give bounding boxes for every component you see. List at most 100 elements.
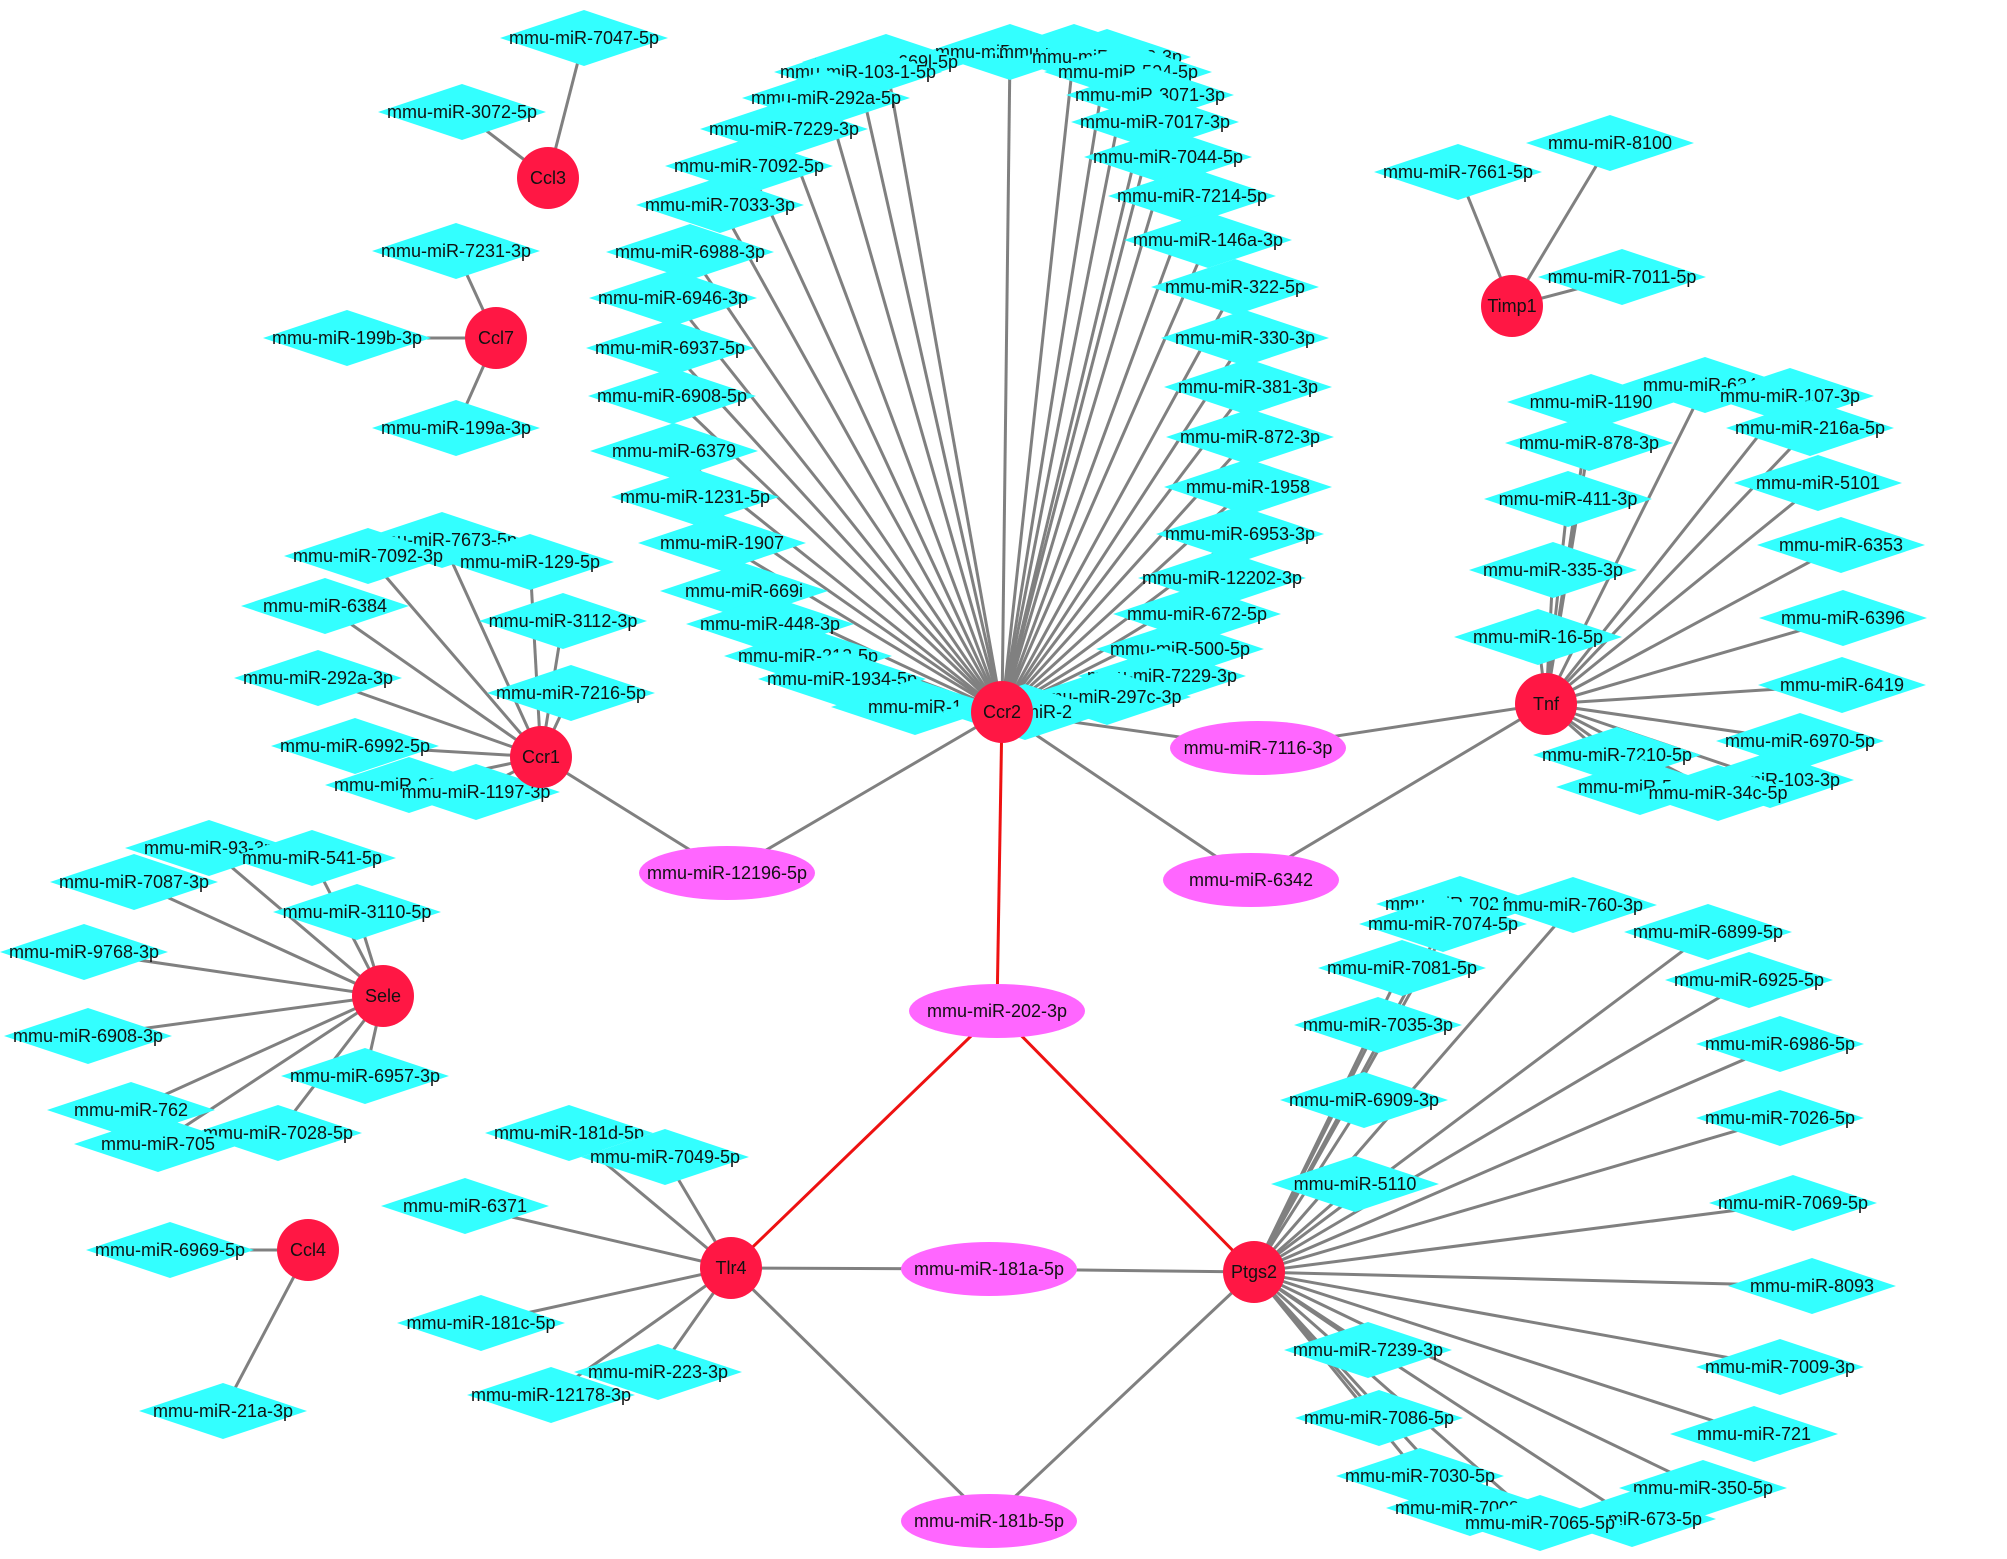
shared-mirna-node-mmu-mir-202-3p[interactable]	[909, 984, 1085, 1038]
mirna-node-mmu-mir-381-3p[interactable]	[1164, 359, 1332, 415]
mirna-node-mmu-mir-7069-5p[interactable]	[1709, 1175, 1877, 1231]
mirna-node-mmu-mir-1190[interactable]	[1507, 374, 1675, 430]
gene-node-ccr2[interactable]	[971, 681, 1033, 743]
gene-node-ccr1[interactable]	[510, 726, 572, 788]
gene-node-ccl4[interactable]	[277, 1219, 339, 1281]
mirna-node-mmu-mir-6419[interactable]	[1758, 657, 1926, 713]
mirna-node-mmu-mir-7026-5p[interactable]	[1696, 1090, 1864, 1146]
mirna-node-mmu-mir-335-3p[interactable]	[1469, 542, 1637, 598]
mirna-node-mmu-mir-34c-5p[interactable]	[1634, 765, 1802, 821]
mirna-node-mmu-mir-3112-3p[interactable]	[479, 593, 647, 649]
gene-node-timp1[interactable]	[1481, 275, 1543, 337]
gene-node-tnf[interactable]	[1515, 673, 1577, 735]
mirna-node-mmu-mir-199a-3p[interactable]	[372, 400, 540, 456]
mirna-node-mmu-mir-7009-3p[interactable]	[1696, 1339, 1864, 1395]
mirna-label-mmu-mir-350-5p: mmu-miR-350-5p	[1633, 1478, 1773, 1498]
mirna-node-mmu-mir-6371[interactable]	[381, 1178, 549, 1234]
mirna-node-mmu-mir-7661-5p[interactable]	[1374, 144, 1542, 200]
mirna-node-mmu-mir-223-3p[interactable]	[574, 1344, 742, 1400]
mirna-node-mmu-mir-7035-3p[interactable]	[1294, 997, 1462, 1053]
mirna-node-mmu-mir-199b-3p[interactable]	[263, 310, 431, 366]
mirna-node-mmu-mir-7214-5p[interactable]	[1108, 168, 1276, 224]
mirna-node-mmu-mir-6988-3p[interactable]	[606, 224, 774, 280]
mirna-node-mmu-mir-12178-3p[interactable]	[467, 1367, 635, 1423]
mirna-node-mmu-mir-5110[interactable]	[1271, 1156, 1439, 1212]
mirna-node-mmu-mir-7044-5p[interactable]	[1084, 129, 1252, 185]
mirna-node-mmu-mir-6899-5p[interactable]	[1624, 904, 1792, 960]
mirna-node-mmu-mir-7011-5p[interactable]	[1538, 249, 1706, 305]
mirna-node-mmu-mir-322-5p[interactable]	[1151, 259, 1319, 315]
edge-tnf-mmu-mir-107-3p	[1544, 395, 1792, 705]
mirna-node-mmu-mir-7092-3p[interactable]	[284, 528, 452, 584]
shared-mirna-node-mmu-mir-7116-3p[interactable]	[1170, 721, 1346, 775]
mirna-node-mmu-mir-411-3p[interactable]	[1484, 471, 1652, 527]
mirna-node-mmu-mir-7092-5p[interactable]	[665, 138, 833, 194]
mirna-node-mmu-mir-6937-5p[interactable]	[586, 320, 754, 376]
mirna-node-mmu-mir-541-5p[interactable]	[228, 830, 396, 886]
mirna-node-mmu-mir-146a-3p[interactable]	[1124, 212, 1292, 268]
mirna-node-mmu-mir-872-3p[interactable]	[1166, 409, 1334, 465]
mirna-node-mmu-mir-6970-5p[interactable]	[1716, 713, 1884, 769]
mirna-node-mmu-mir-7216-5p[interactable]	[487, 665, 655, 721]
mirna-node-mmu-mir-6379[interactable]	[590, 423, 758, 479]
mirna-node-mmu-mir-3072-5p[interactable]	[378, 84, 546, 140]
mirna-node-mmu-mir-7065-5p[interactable]	[1456, 1495, 1624, 1551]
mirna-node-mmu-mir-6908-5p[interactable]	[588, 368, 756, 424]
shared-mirna-node-mmu-mir-181b-5p[interactable]	[901, 1494, 1077, 1548]
mirna-node-mmu-mir-1[interactable]	[831, 679, 999, 735]
mirna-node-mmu-mir-7017-3p[interactable]	[1071, 94, 1239, 150]
mirna-node-mmu-mir-21a-3p[interactable]	[139, 1383, 307, 1439]
mirna-node-mmu-mir-1231-5p[interactable]	[611, 469, 779, 525]
mirna-node-mmu-mir-721[interactable]	[1670, 1406, 1838, 1462]
mirna-node-mmu-mir-7049-5p[interactable]	[581, 1129, 749, 1185]
mirna-node-mmu-mir-7047-5p[interactable]	[500, 10, 668, 66]
mirna-node-mmu-mir-8100[interactable]	[1526, 115, 1694, 171]
mirna-node-mmu-mir-16-5p[interactable]	[1454, 609, 1622, 665]
mirna-node-mmu-mir-7086-5p[interactable]	[1295, 1390, 1463, 1446]
mirna-node-mmu-mir-292a-3p[interactable]	[234, 650, 402, 706]
mirna-node-mmu-mir-7239-3p[interactable]	[1284, 1322, 1452, 1378]
mirna-node-mmu-mir-330-3p[interactable]	[1161, 310, 1329, 366]
mirna-node-mmu-mir-7231-3p[interactable]	[372, 223, 540, 279]
mirna-node-mmu-mir-6384[interactable]	[241, 578, 409, 634]
mirna-node-mmu-mir-6969-5p[interactable]	[86, 1222, 254, 1278]
mirna-node-mmu-mir-6957-3p[interactable]	[281, 1048, 449, 1104]
mirna-node-mmu-mir-878-3p[interactable]	[1505, 415, 1673, 471]
mirna-node-mmu-mir-6953-3p[interactable]	[1156, 506, 1324, 562]
mirna-node-mmu-mir-5101[interactable]	[1734, 455, 1902, 511]
mirna-node-mmu-mir-7074-5p[interactable]	[1359, 896, 1527, 952]
shared-mirna-node-mmu-mir-6342[interactable]	[1163, 853, 1339, 907]
gene-node-ccl3[interactable]	[517, 147, 579, 209]
mirna-node-mmu-mir-6986-5p[interactable]	[1696, 1016, 1864, 1072]
mirna-node-mmu-mir-7033-3p[interactable]	[636, 177, 804, 233]
gene-node-ccl7[interactable]	[465, 307, 527, 369]
mirna-node-mmu-mir-3110-5p[interactable]	[273, 884, 441, 940]
mirna-node-mmu-mir-6925-5p[interactable]	[1665, 952, 1833, 1008]
gene-node-tlr4[interactable]	[700, 1237, 762, 1299]
mirna-node-mmu-mir-7081-5p[interactable]	[1318, 940, 1486, 996]
shared-mirna-node-mmu-mir-12196-5p[interactable]	[639, 846, 815, 900]
mirna-node-mmu-mir-1907[interactable]	[638, 515, 806, 571]
mirna-node-mmu-mir-8093[interactable]	[1728, 1258, 1896, 1314]
mirna-node-mmu-mir-672-5p[interactable]	[1113, 586, 1281, 642]
mirna-node-mmu-mir-129-5p[interactable]	[446, 534, 614, 590]
mirna-node-mmu-mir-6908-3p[interactable]	[4, 1008, 172, 1064]
mirna-node-mmu-mir-6946-3p[interactable]	[589, 270, 757, 326]
mirna-node-mmu-mir-1197-3p[interactable]	[392, 764, 560, 820]
mirna-node-mmu-mir-9768-3p[interactable]	[0, 924, 168, 980]
mirna-node-mmu-mir-6353[interactable]	[1757, 517, 1925, 573]
mirna-node-mmu-mir-7028-5p[interactable]	[194, 1105, 362, 1161]
mirna-node-mmu-mir-216a-5p[interactable]	[1726, 400, 1894, 456]
gene-node-ptgs2[interactable]	[1223, 1241, 1285, 1303]
shared-mirna-node-mmu-mir-181a-5p[interactable]	[901, 1242, 1077, 1296]
mirna-node-mmu-mir-7087-3p[interactable]	[50, 854, 218, 910]
mirna-node-mmu-mir-6992-5p[interactable]	[271, 718, 439, 774]
mirna-node-mmu-mir-6909-3p[interactable]	[1280, 1072, 1448, 1128]
mirna-node-mmu-mir-705[interactable]	[74, 1116, 242, 1172]
mirna-node-mmu-mir-6396[interactable]	[1759, 590, 1927, 646]
mirna-node-mmu-mir-760-3p[interactable]	[1489, 877, 1657, 933]
mirna-node-mmu-mir-181c-5p[interactable]	[397, 1295, 565, 1351]
mirna-label-mmu-mir-7661-5p: mmu-miR-7661-5p	[1383, 162, 1533, 182]
mirna-node-mmu-mir-1958[interactable]	[1164, 459, 1332, 515]
gene-node-sele[interactable]	[352, 965, 414, 1027]
